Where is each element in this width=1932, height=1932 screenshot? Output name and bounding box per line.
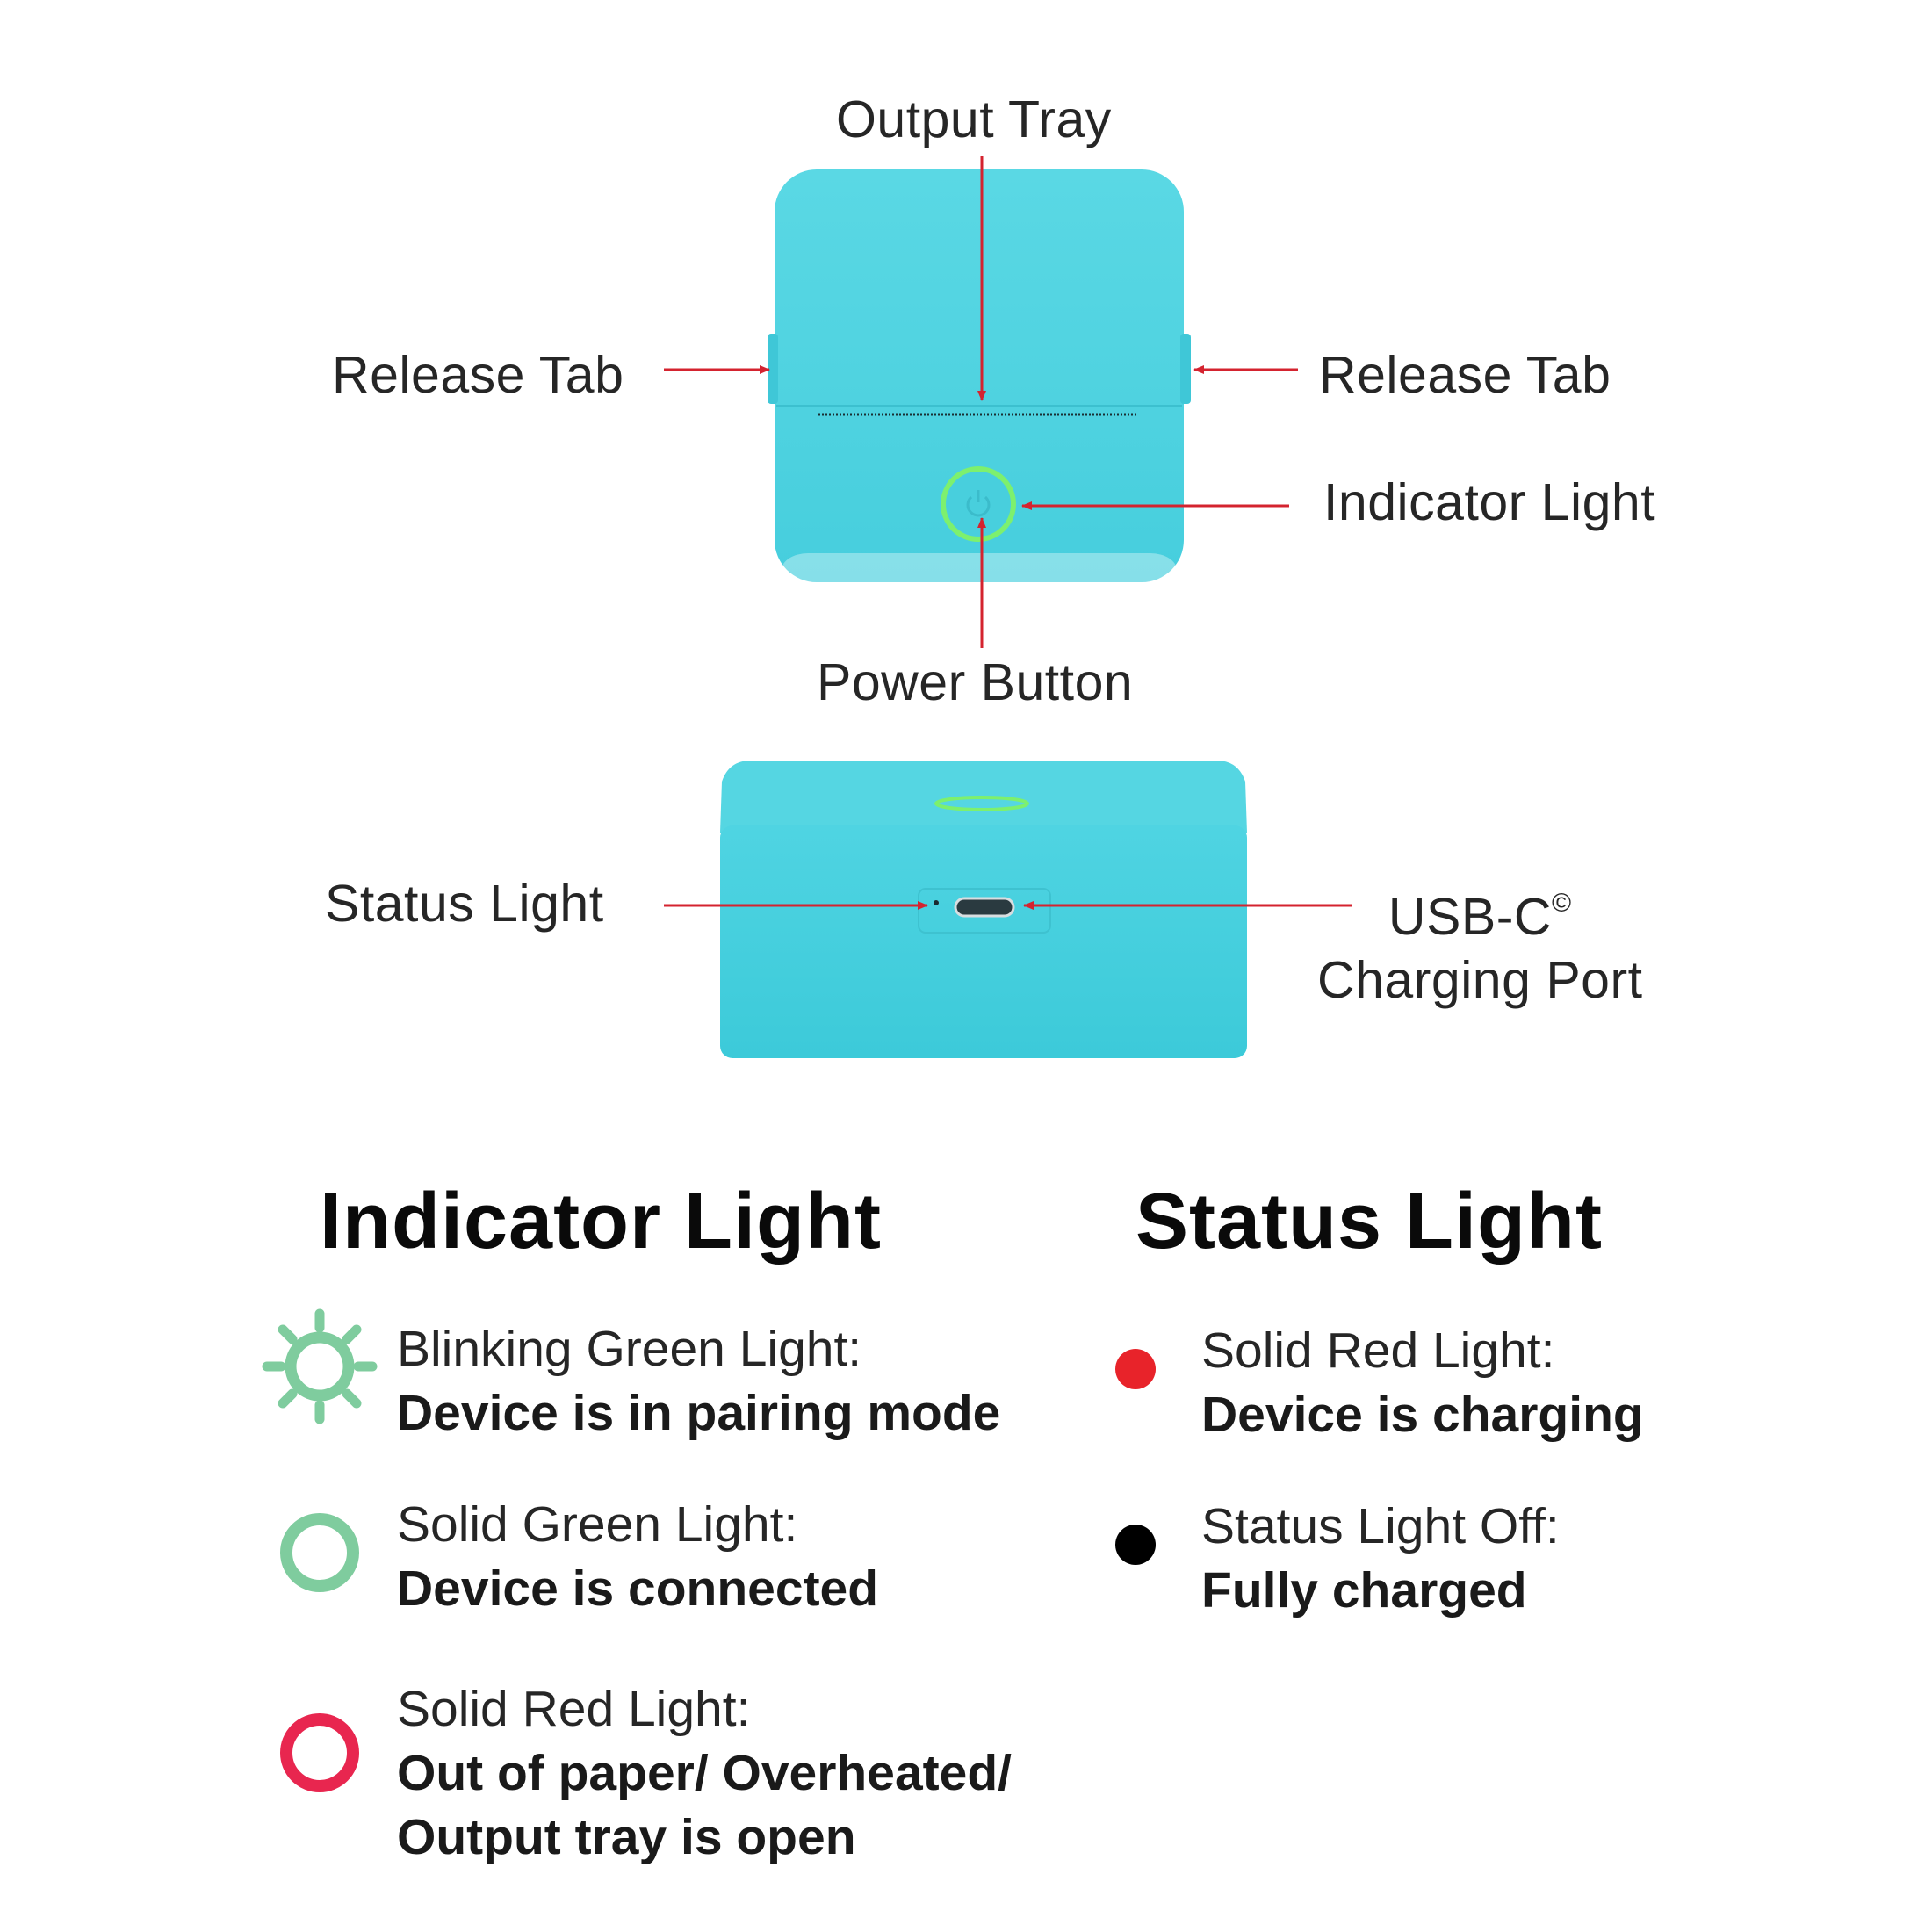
label-usb-c-port: USB-C© Charging Port bbox=[1317, 872, 1643, 1012]
top-indicator-glow bbox=[934, 796, 1029, 811]
label-power-button: Power Button bbox=[817, 653, 1134, 711]
legend-label-status-off: Status Light Off: bbox=[1201, 1498, 1560, 1554]
label-usb-c-mark: © bbox=[1552, 889, 1572, 918]
callout-arrows bbox=[664, 156, 1352, 910]
legend-title-status: Status Light bbox=[1135, 1178, 1603, 1265]
legend-meaning-connected: Device is connected bbox=[397, 1561, 879, 1617]
power-button-ring[interactable] bbox=[941, 466, 1016, 542]
power-icon bbox=[966, 490, 991, 517]
blinking-green-icon bbox=[262, 1308, 378, 1424]
label-indicator-light: Indicator Light bbox=[1323, 473, 1656, 531]
printer-shadow-bottom bbox=[782, 553, 1177, 587]
device-diagram bbox=[664, 156, 1352, 1058]
legend-label-status-red: Solid Red Light: bbox=[1201, 1323, 1555, 1379]
legend-label-solid-red: Solid Red Light: bbox=[397, 1681, 751, 1737]
label-release-tab-right: Release Tab bbox=[1319, 346, 1611, 404]
red-dot-icon bbox=[1115, 1349, 1156, 1389]
port-panel bbox=[918, 888, 1051, 934]
legend-label-solid-green: Solid Green Light: bbox=[397, 1496, 798, 1553]
legend-meaning-error-line2: Output tray is open bbox=[397, 1809, 856, 1865]
label-output-tray: Output Tray bbox=[836, 90, 1112, 148]
solid-red-ring-icon bbox=[280, 1713, 359, 1792]
usb-c-port bbox=[954, 897, 1015, 918]
printer-rear-view bbox=[720, 761, 1247, 1058]
label-usb-c-line1: USB-C© bbox=[1388, 888, 1572, 946]
release-tab-left-part bbox=[768, 334, 778, 404]
printer-body-rear bbox=[720, 825, 1247, 1058]
printer-body-front bbox=[775, 169, 1184, 582]
label-status-light: Status Light bbox=[325, 875, 604, 933]
solid-green-ring-icon bbox=[280, 1513, 359, 1592]
legend-meaning-error-line1: Out of paper/ Overheated/ bbox=[397, 1745, 1012, 1801]
legend-meaning-pairing: Device is in pairing mode bbox=[397, 1385, 1001, 1441]
status-light-dot bbox=[934, 900, 939, 905]
legend-meaning-fully-charged: Fully charged bbox=[1201, 1562, 1527, 1618]
legend-label-blinking-green: Blinking Green Light: bbox=[397, 1321, 862, 1377]
printer-front-view bbox=[768, 169, 1191, 587]
label-usb-c-line2: Charging Port bbox=[1317, 951, 1643, 1009]
black-dot-icon bbox=[1115, 1525, 1156, 1565]
legend-meaning-charging: Device is charging bbox=[1201, 1387, 1644, 1443]
label-release-tab-left: Release Tab bbox=[332, 346, 624, 404]
legend-title-indicator: Indicator Light bbox=[320, 1178, 882, 1265]
release-tab-right-part bbox=[1180, 334, 1191, 404]
